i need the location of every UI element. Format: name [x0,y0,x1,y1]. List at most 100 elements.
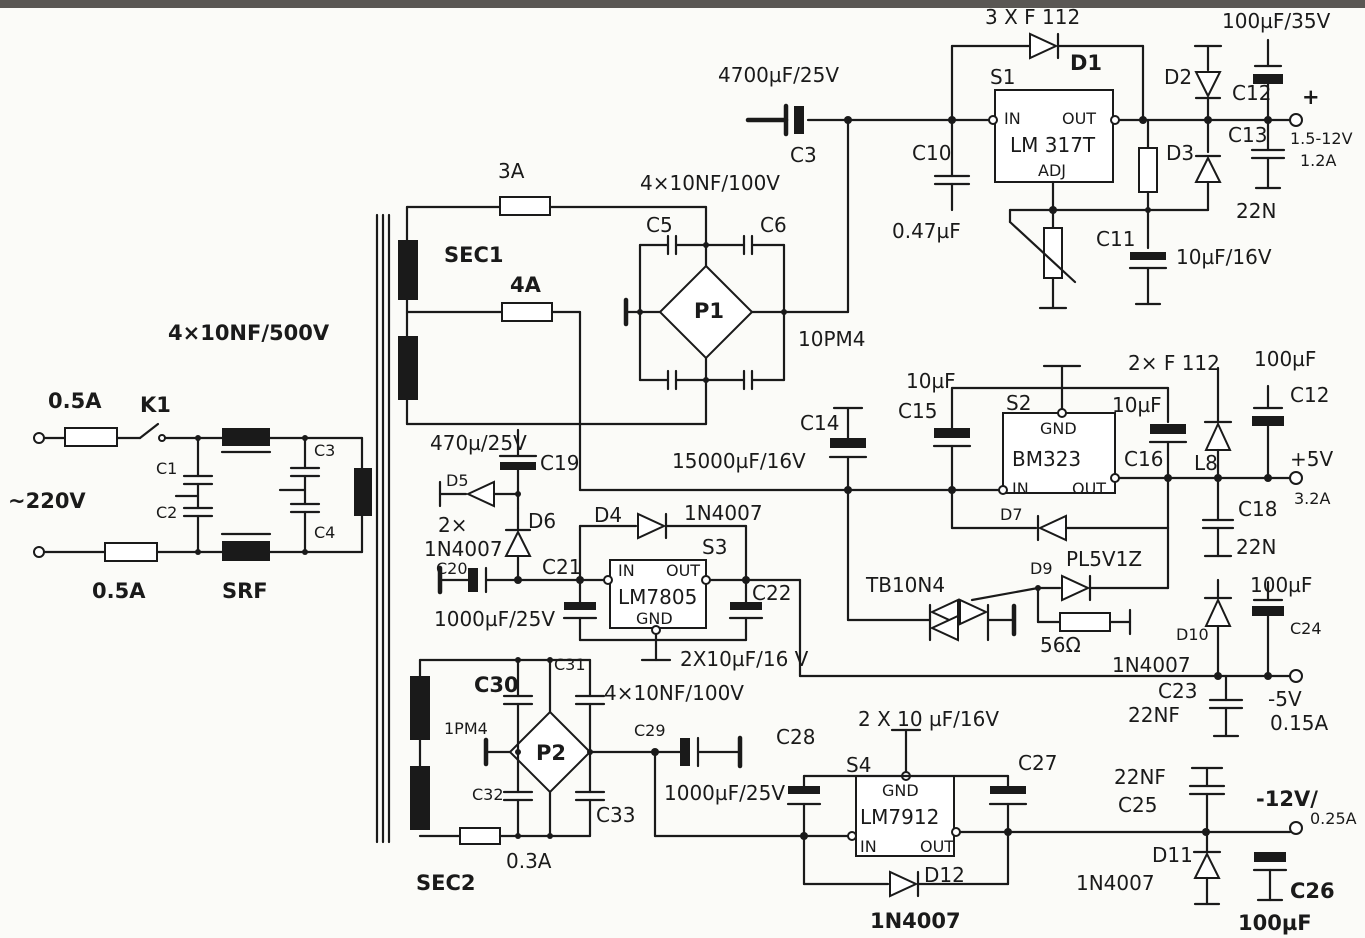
label-1n4007b: 1N4007 [424,537,503,561]
label-c23b: C23 [1158,679,1197,703]
label-c4small: C4 [314,523,335,542]
label-d2: D2 [1164,65,1192,89]
label-1n4007e: 1N4007 [870,909,961,933]
label-047: 0.47µF [892,219,961,243]
label-plus: + [1302,85,1320,109]
label-in1: IN [1004,109,1021,128]
label-1pm4: 1PM4 [444,719,488,738]
label-1n4007d: 1N4007 [1076,871,1155,895]
label-s4: S4 [846,753,871,777]
label-c11: C11 [1096,227,1135,251]
label-c18: C18 [1238,497,1277,521]
label-c12a: C12 [1232,81,1271,105]
label-1n4007a: 1N4007 [684,501,763,525]
label-22nf: 22NF [1128,703,1180,727]
label-sec2: SEC2 [416,871,476,895]
label-3xf112: 3 X F 112 [985,5,1080,29]
label-d9: D9 [1030,559,1053,578]
labels: 3 X F 112 D1 100µF/35V 4700µF/25V S1 IN … [8,5,1357,935]
label-c28: C28 [776,725,815,749]
bridge-p1 [623,118,850,426]
label-a12: 1.2A [1300,151,1336,170]
label-c22: C22 [752,581,791,605]
label-025a: 0.25A [1310,809,1357,828]
label-d11: D11 [1152,843,1193,867]
label-100uf-b: 100µF [1250,573,1312,597]
label-s2: S2 [1006,391,1031,415]
mains-input [33,422,364,562]
label-c5: C5 [646,213,673,237]
label-c15: C15 [898,399,937,423]
label-out4: OUT [920,837,954,856]
label-c29: C29 [634,721,666,740]
label-in2: IN [1012,479,1029,498]
label-c20: C20 [436,559,468,578]
label-d4: D4 [594,503,622,527]
label-v15: 1.5-12V [1290,129,1353,148]
label-c10: C10 [912,141,951,165]
label-srf: SRF [222,579,268,603]
label-470u: 470µ/25V [430,431,527,455]
label-c21: C21 [542,555,581,579]
label-c13: C13 [1228,123,1267,147]
label-m5v: -5V [1268,687,1302,711]
label-c1cap: C1 [156,459,177,478]
label-c24: C24 [1290,619,1322,638]
label-220v: ~220V [8,489,86,513]
label-c2cap: C2 [156,503,177,522]
lm7805-section [437,428,1303,738]
label-10uf-b: 10µF [1112,393,1162,417]
label-gnd3: GND [636,609,673,628]
bm323-section [578,364,1303,622]
label-d6: D6 [528,509,556,533]
scan-border [0,0,1365,8]
label-out1: OUT [1062,109,1096,128]
sec2-bridge-p2 [410,657,852,845]
label-03a: 0.3A [506,849,552,873]
label-c16: C16 [1124,447,1163,471]
label-m12v: -12V/ [1256,787,1318,811]
label-c26: C26 [1290,879,1335,903]
label-05a1: 0.5A [48,389,102,413]
label-p2: P2 [536,741,566,765]
label-2x10uf16b: 2 X 10 µF/16V [858,707,999,731]
label-22n-a: 22N [1236,199,1276,223]
label-gnd4: GND [882,781,919,800]
label-d10: D10 [1176,625,1209,644]
label-1000uf-b: 1000µF/25V [664,781,785,805]
label-2xf112: 2× F 112 [1128,351,1220,375]
label-pl5v1z: PL5V1Z [1066,547,1142,571]
label-c6: C6 [760,213,787,237]
label-100uf-c: 100µF [1238,911,1312,935]
label-lm7805: LM7805 [618,585,697,609]
label-c12b: C12 [1290,383,1329,407]
label-10uf16: 10µF/16V [1176,245,1272,269]
label-100uf-a: 100µF [1254,347,1316,371]
label-2x: 2× [438,513,467,537]
label-4x10nf100b: 4×10NF/100V [604,681,744,705]
label-15000: 15000µF/16V [672,449,806,473]
label-4x10nf100: 4×10NF/100V [640,171,780,195]
label-c30: C30 [474,673,519,697]
label-56: 56Ω [1040,633,1081,657]
label-lm317: LM 317T [1010,133,1096,157]
label-10uf-a: 10µF [906,369,956,393]
label-c3: C3 [790,143,817,167]
label-3a: 3A [498,159,525,183]
crowbar-section [928,526,1170,642]
label-in3: IN [618,561,635,580]
label-p1: P1 [694,299,724,323]
label-c3small: C3 [314,441,335,460]
label-d7: D7 [1000,505,1023,524]
label-s3: S3 [702,535,727,559]
label-in4: IN [860,837,877,856]
label-22n-b: 22N [1236,535,1276,559]
lm317-section [745,32,1303,310]
label-32a: 3.2A [1294,489,1330,508]
label-l8: L8 [1194,451,1218,475]
label-c31: C31 [554,655,586,674]
label-gnd2: GND [1040,419,1077,438]
label-c14: C14 [800,411,839,435]
label-d5: D5 [446,471,469,490]
